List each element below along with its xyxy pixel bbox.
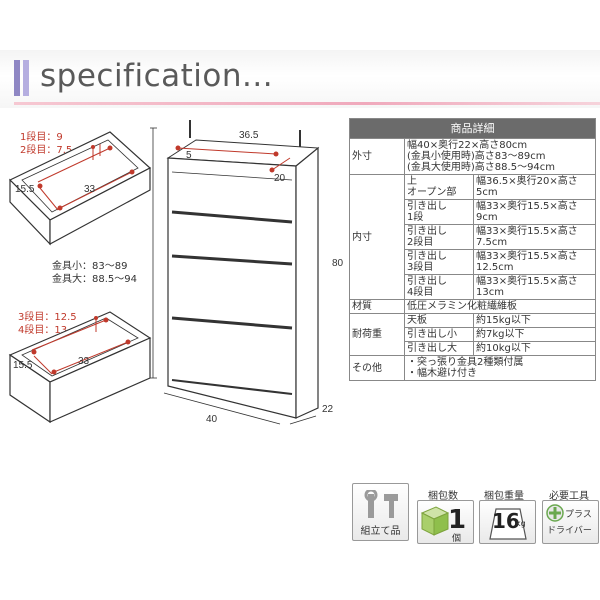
header-divider [14,102,600,105]
cabinet-top-left: 5 [186,150,192,161]
cabinet-height: 80 [332,258,344,269]
fitting-large: 金具大：88.5～94 [52,274,137,285]
table-header: 商品詳細 [349,118,596,139]
row-label: 内寸 [349,174,405,300]
cabinet-top-width: 36.5 [239,130,259,141]
row-sub: 上 オープン部 [404,174,474,200]
table-row: 外寸 幅40×奥行22×高さ80cm (金具小使用時)高さ83～89cm (金具… [349,138,596,175]
table-row: 耐荷重 天板 約15kg以下 [349,313,596,356]
row-label: 材質 [349,299,405,314]
row-sub: 天板 [404,313,474,328]
weight-title: 梱包重量 [484,491,524,502]
table-row: 引き出し 1段 幅33×奥行15.5×高さ9cm [350,199,596,225]
fitting-small: 金具小：83～89 [52,261,128,272]
drawer-bottom-line2: 4段目：13 [18,325,68,336]
spec-table: 商品詳細 外寸 幅40×奥行22×高さ80cm (金具小使用時)高さ83～89c… [349,118,596,381]
table-row: 引き出し 4段目 幅33×奥行15.5×高さ13cm [350,274,596,300]
tools-line2: ドライバー [547,526,592,536]
table-row: 引き出し小 約7kg以下 [350,327,596,342]
page-title: specification... [40,58,274,94]
scale-icon [489,508,527,540]
packages-unit: 個 [452,534,462,544]
tools-title: 必要工具 [549,491,589,502]
row-sub: 引き出し大 [404,341,474,356]
table-row: その他 ・突っ張り金具2種類付属 ・幅木避け付き [349,355,596,381]
row-value: 幅33×奥行15.5×高さ9cm [473,199,596,225]
drawer-top-line2: 2段目：7.5 [20,145,73,156]
box-icon [420,506,450,536]
header-bar-icon [14,60,20,96]
drawer-bottom-width: 33 [78,356,90,367]
row-value: 約15kg以下 [473,313,596,328]
drawer-top-illustration [8,131,152,246]
tools-badge: プラス ドライバー [542,500,599,544]
cabinet-illustration [150,120,320,425]
wrench-hammer-icon [364,490,398,518]
row-sub: 引き出し 4段目 [404,274,474,300]
drawer-bottom-depth: 15.5 [13,360,33,371]
weight-badge: 16 kg [479,500,536,544]
row-value: 幅33×奥行15.5×高さ13cm [473,274,596,300]
drawer-top-width: 33 [84,184,96,195]
row-value: 約7kg以下 [473,327,596,342]
row-sub: 引き出し 2段目 [404,224,474,250]
row-value: 低圧メラミン化粧繊維板 [404,299,596,314]
cabinet-width: 40 [206,414,218,425]
weight-value: 16 [492,509,520,533]
row-value: 幅40×奥行22×高さ80cm (金具小使用時)高さ83～89cm (金具大使用… [404,138,596,175]
row-value: 幅36.5×奥行20×高さ5cm [473,174,596,200]
drawer-bottom-illustration [8,311,152,424]
row-sub: 引き出し小 [404,327,474,342]
row-label: 耐荷重 [349,313,405,356]
row-value: 幅33×奥行15.5×高さ7.5cm [473,224,596,250]
packages-title: 梱包数 [428,491,458,502]
cabinet-top-depth: 20 [274,173,286,184]
cabinet-depth: 22 [322,404,334,415]
table-row: 内寸 上 オープン部 幅36.5×奥行20×高さ5cm [349,174,596,300]
drawer-top-line1: 1段目：9 [20,132,63,143]
row-value: ・突っ張り金具2種類付属 ・幅木避け付き [404,355,596,381]
section-header: specification... [0,50,600,108]
header-bar-icon [23,60,29,96]
drawer-bottom-line1: 3段目：12.5 [18,312,77,323]
packages-value: 1 [448,505,467,535]
row-label: その他 [349,355,405,381]
packages-badge: 1 個 [417,500,474,544]
row-label: 外寸 [349,138,405,175]
drawer-top-depth: 15.5 [15,184,35,195]
assembly-badge: 組立て品 [352,483,409,541]
weight-unit: kg [516,519,526,528]
tools-line1: プラス [565,510,592,520]
row-sub: 引き出し 3段目 [404,249,474,275]
table-row: 引き出し 2段目 幅33×奥行15.5×高さ7.5cm [350,224,596,250]
plus-screwdriver-icon [546,504,564,522]
assembly-label: 組立て品 [360,526,401,537]
row-sub: 引き出し 1段 [404,199,474,225]
row-value: 約10kg以下 [473,341,596,356]
table-row: 材質 低圧メラミン化粧繊維板 [349,299,596,314]
row-value: 幅33×奥行15.5×高さ12.5cm [473,249,596,275]
